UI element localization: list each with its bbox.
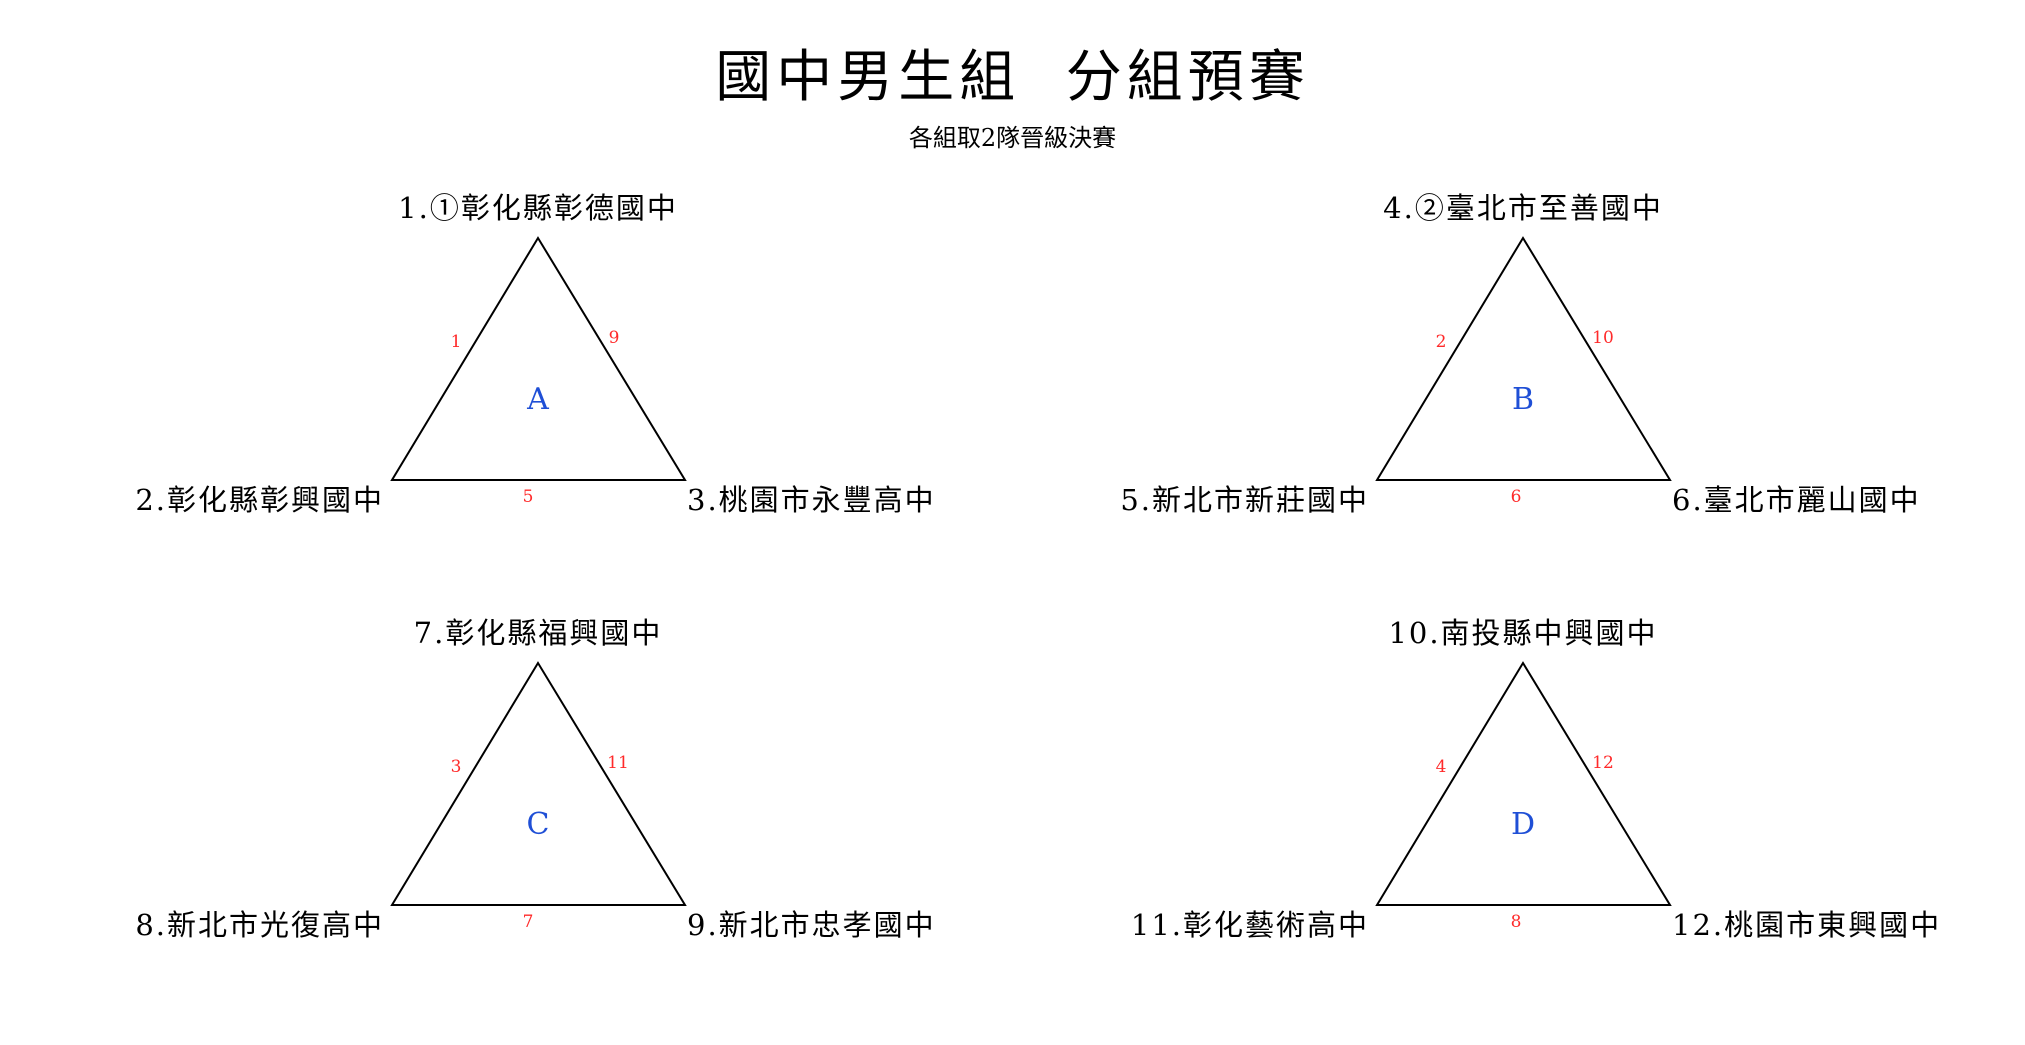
match-number-right-edge: 10 [1592, 328, 1614, 348]
team-slot-bottom-right: 12.桃園市東興國中 [1672, 908, 1942, 942]
team-slot-bottom-left: 11.彰化藝術高中 [1130, 908, 1369, 942]
group-b-triangle [1375, 236, 1672, 481]
match-number-left-edge: 3 [450, 757, 462, 777]
group-d: 10.南投縣中興國中 11.彰化藝術高中 12.桃園市東興國中 4 12 8 D [985, 615, 1985, 1045]
team-slot-bottom-right: 9.新北市忠孝國中 [687, 908, 936, 942]
group-label: D [1510, 807, 1536, 842]
match-number-bottom-edge: 6 [1510, 487, 1522, 507]
match-number-right-edge: 9 [608, 328, 620, 348]
match-number-bottom-edge: 8 [1510, 912, 1522, 932]
team-slot-top: 10.南投縣中興國中 [1388, 616, 1658, 650]
group-label: B [1511, 382, 1535, 417]
team-slot-bottom-left: 2.彰化縣彰興國中 [135, 483, 384, 517]
team-slot-bottom-left: 8.新北市光復高中 [135, 908, 384, 942]
match-number-right-edge: 12 [1592, 753, 1614, 773]
group-c: 7.彰化縣福興國中 8.新北市光復高中 9.新北市忠孝國中 3 11 7 C [0, 615, 1000, 1045]
match-number-left-edge: 2 [1435, 332, 1447, 352]
group-label: C [526, 807, 550, 842]
page-subtitle: 各組取2隊晉級決賽 [908, 124, 1117, 152]
group-b: 4.②臺北市至善國中 5.新北市新莊國中 6.臺北市麗山國中 2 10 6 B [985, 190, 1985, 620]
match-number-left-edge: 4 [1435, 757, 1447, 777]
team-slot-top: 1.①彰化縣彰德國中 [398, 191, 678, 225]
page-title: 國中男生組 分組預賽 [715, 45, 1310, 110]
team-slot-bottom-left: 5.新北市新莊國中 [1120, 483, 1369, 517]
team-slot-bottom-right: 3.桃園市永豐高中 [687, 483, 936, 517]
group-d-triangle [1375, 661, 1672, 906]
group-a-triangle [390, 236, 687, 481]
match-number-bottom-edge: 7 [522, 912, 534, 932]
team-slot-top: 4.②臺北市至善國中 [1383, 191, 1663, 225]
group-label: A [527, 382, 549, 417]
match-number-bottom-edge: 5 [522, 487, 534, 507]
team-slot-bottom-right: 6.臺北市麗山國中 [1672, 483, 1921, 517]
team-slot-top: 7.彰化縣福興國中 [413, 616, 663, 650]
match-number-right-edge: 11 [607, 753, 629, 773]
group-a: 1.①彰化縣彰德國中 2.彰化縣彰興國中 3.桃園市永豐高中 1 9 5 A [0, 190, 1000, 620]
match-number-left-edge: 1 [450, 332, 462, 352]
group-c-triangle [390, 661, 687, 906]
